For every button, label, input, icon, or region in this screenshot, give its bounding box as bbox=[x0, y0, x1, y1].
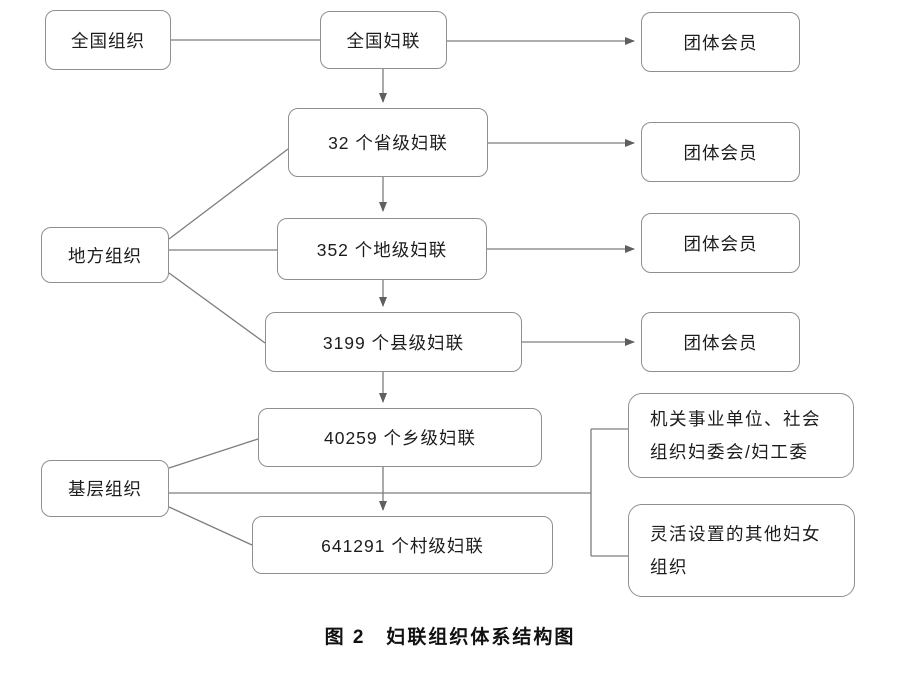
node-grassroots-org: 基层组织 bbox=[41, 460, 169, 517]
node-label: 全国妇联 bbox=[346, 30, 421, 51]
node-prefecture-federations: 352 个地级妇联 bbox=[277, 218, 487, 280]
node-label-line2: 组织妇委会/妇工委 bbox=[650, 441, 809, 462]
node-local-org: 地方组织 bbox=[41, 227, 169, 283]
edge-localorg-provincial bbox=[168, 148, 289, 240]
node-label: 352 个地级妇联 bbox=[316, 239, 448, 260]
node-label: 641291 个村级妇联 bbox=[321, 535, 484, 556]
node-label: 团体会员 bbox=[683, 233, 758, 254]
node-label: 基层组织 bbox=[68, 479, 142, 499]
node-label: 地方组织 bbox=[68, 245, 142, 266]
node-label: 40259 个乡级妇联 bbox=[323, 428, 477, 448]
node-label: 3199 个县级妇联 bbox=[322, 332, 465, 353]
node-label-line1: 机关事业单位、社会 bbox=[650, 408, 821, 429]
node-label: 团体会员 bbox=[683, 142, 758, 163]
node-provincial-federations: 32 个省级妇联 bbox=[288, 108, 488, 177]
figure-caption: 图 2 妇联组织体系结构图 bbox=[324, 627, 576, 648]
node-label: 团体会员 bbox=[683, 32, 758, 53]
node-group-member-2: 团体会员 bbox=[641, 122, 800, 182]
node-label-line1: 灵活设置的其他妇女 bbox=[650, 523, 821, 544]
node-township-federations: 40259 个乡级妇联 bbox=[258, 408, 542, 467]
edge-localorg-county bbox=[168, 272, 266, 344]
node-flexible-org: 灵活设置的其他妇女 组织 bbox=[628, 504, 855, 597]
node-group-member-4: 团体会员 bbox=[641, 312, 800, 372]
edge-grassroots-township bbox=[168, 438, 259, 469]
node-county-federations: 3199 个县级妇联 bbox=[265, 312, 522, 372]
node-national-federation: 全国妇联 bbox=[320, 11, 447, 69]
node-group-member-3: 团体会员 bbox=[641, 213, 800, 273]
node-label: 全国组织 bbox=[71, 30, 145, 51]
node-village-federations: 641291 个村级妇联 bbox=[252, 516, 553, 574]
node-national-org: 全国组织 bbox=[45, 10, 171, 70]
node-label: 32 个省级妇联 bbox=[328, 133, 448, 153]
node-label: 团体会员 bbox=[683, 332, 758, 353]
node-group-member-1: 团体会员 bbox=[641, 12, 800, 72]
node-committee-org: 机关事业单位、社会 组织妇委会/妇工委 bbox=[628, 393, 854, 478]
node-label-line2: 组织 bbox=[650, 556, 688, 577]
edge-grassroots-village bbox=[168, 506, 253, 546]
